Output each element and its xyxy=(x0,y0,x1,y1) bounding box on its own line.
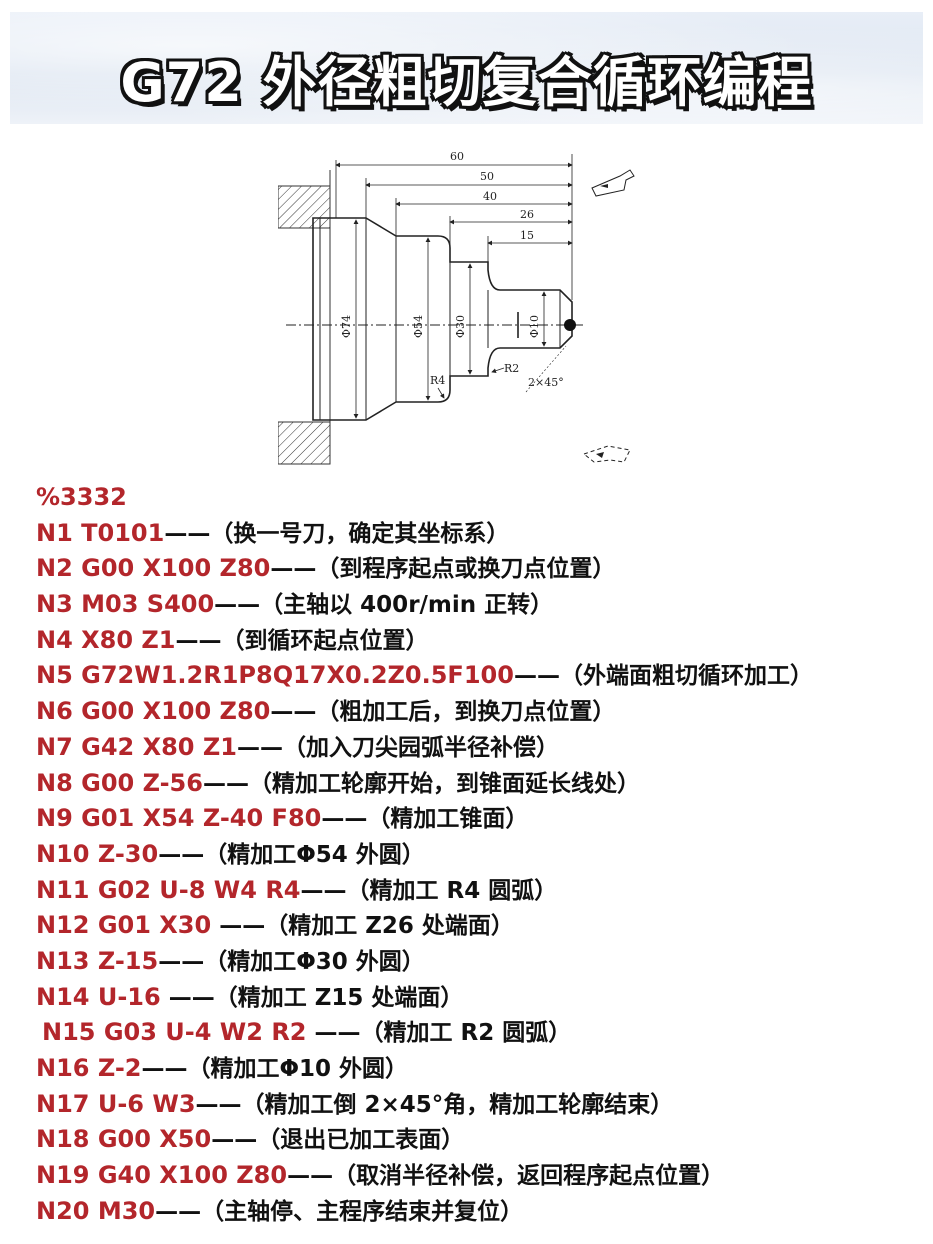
program-line: N14 U-16 ——（精加工 Z15 处端面） xyxy=(36,982,464,1011)
program-line: N17 U-6 W3——（精加工倒 2×45°角，精加工轮廓结束） xyxy=(36,1089,674,1118)
program-line: N11 G02 U-8 W4 R4——（精加工 R4 圆弧） xyxy=(36,875,558,904)
program-line: N12 G01 X30 ——（精加工 Z26 处端面） xyxy=(36,911,514,940)
dia-30: Φ30 xyxy=(454,315,467,338)
radius-r2: R2 xyxy=(504,362,519,375)
title-banner: G72 外径粗切复合循环编程 xyxy=(10,12,923,124)
dia-54: Φ54 xyxy=(412,315,425,338)
tool-path-return-icon xyxy=(582,445,631,463)
dim-15: 15 xyxy=(520,229,534,242)
chamfer-label: 2×45° xyxy=(528,376,564,389)
program-line: N3 M03 S400——（主轴以 400r/min 正转） xyxy=(36,590,554,619)
part-drawing: 60 50 40 26 15 Φ74 Φ54 Φ30 Φ10 R4 R2 2×4… xyxy=(278,150,635,465)
program-line: N20 M30——（主轴停、主程序结束并复位） xyxy=(36,1196,524,1225)
dim-60: 60 xyxy=(450,150,464,163)
program-line: N18 G00 X50——（退出已加工表面） xyxy=(36,1125,465,1154)
program-line: N6 G00 X100 Z80——（粗加工后，到换刀点位置） xyxy=(36,697,616,726)
part-outline xyxy=(312,217,573,421)
program-line: N15 G03 U-4 W2 R2 ——（精加工 R2 圆弧） xyxy=(42,1018,572,1047)
chuck-bottom xyxy=(278,421,331,465)
program-line: N4 X80 Z1——（到循环起点位置） xyxy=(36,625,429,654)
cutting-tool-icon xyxy=(591,169,635,197)
dim-40: 40 xyxy=(483,190,497,203)
program-line: N2 G00 X100 Z80——（到程序起点或换刀点位置） xyxy=(36,554,616,583)
program-line: N5 G72W1.2R1P8Q17X0.2Z0.5F100——（外端面粗切循环加… xyxy=(36,661,813,690)
program-line: N19 G40 X100 Z80——（取消半径补偿，返回程序起点位置） xyxy=(36,1161,725,1190)
dia-10: Φ10 xyxy=(528,315,541,338)
program-line: N7 G42 X80 Z1——（加入刀尖园弧半径补偿） xyxy=(36,732,559,761)
page-title: G72 外径粗切复合循环编程 xyxy=(120,51,813,114)
program-line: N13 Z-15——（精加工Φ30 外圆） xyxy=(36,946,425,975)
program-line: N8 G00 Z-56——（精加工轮廓开始，到锥面延长线处） xyxy=(36,768,640,797)
radius-r4: R4 xyxy=(430,374,445,387)
program-line: N1 T0101——（换一号刀，确定其坐标系） xyxy=(36,518,510,547)
program-header: %3332 xyxy=(36,483,127,511)
chuck-top xyxy=(278,185,331,229)
program-line: N16 Z-2——（精加工Φ10 外圆） xyxy=(36,1054,409,1082)
program-line: N9 G01 X54 Z-40 F80——（精加工锥面） xyxy=(36,804,529,833)
dim-26: 26 xyxy=(520,208,534,221)
program-line: N10 Z-30——（精加工Φ54 外圆） xyxy=(36,839,425,868)
dia-74: Φ74 xyxy=(340,315,353,338)
program-listing: %3332 N1 T0101——（换一号刀，确定其坐标系） N2 G00 X10… xyxy=(36,480,926,1229)
dim-50: 50 xyxy=(480,170,494,183)
